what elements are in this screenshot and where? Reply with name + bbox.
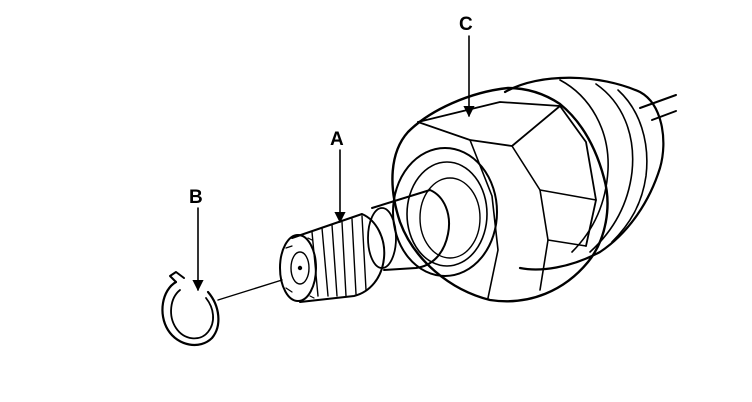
- callout-label-c: C: [459, 14, 473, 35]
- assembly-guide-line: [217, 279, 283, 301]
- callout-label-a: A: [330, 129, 344, 150]
- outer-joint-housing: [391, 86, 609, 303]
- drive-shaft: [639, 94, 677, 121]
- callout-label-b: B: [189, 187, 203, 208]
- splined-shaft: [279, 213, 386, 303]
- circlip: [161, 271, 220, 347]
